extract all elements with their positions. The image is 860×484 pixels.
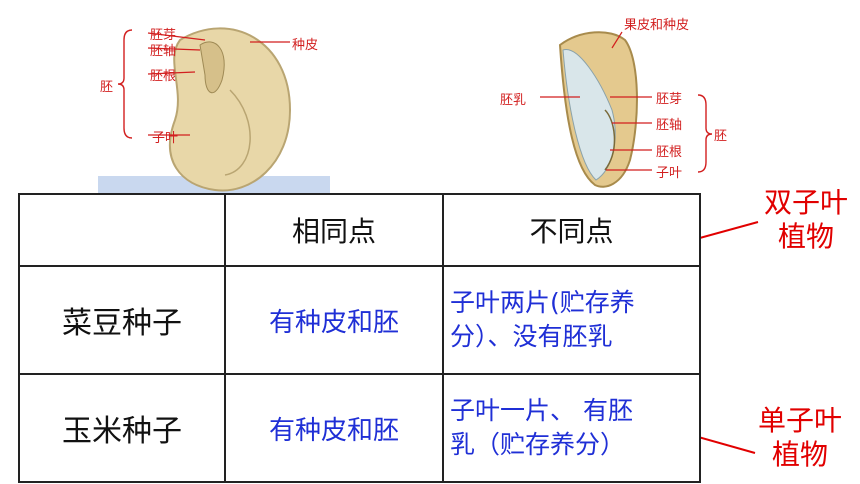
monocot-callout-line1: 单子叶 — [757, 404, 842, 437]
bean-label-embryo: 胚 — [100, 80, 114, 95]
row-name-bean: 菜豆种子 — [18, 265, 226, 375]
bean-label-seed-coat: 种皮 — [292, 38, 319, 53]
dicot-callout-line1: 双子叶 — [763, 186, 848, 219]
bean-label-plumule: 胚芽 — [150, 28, 177, 43]
row-same-bean: 有种皮和胚 — [224, 265, 444, 375]
header-same: 相同点 — [224, 193, 444, 267]
bean-cotyledon-edge — [224, 89, 251, 176]
row-name-corn: 玉米种子 — [18, 373, 226, 483]
bean-plumule-shape — [199, 41, 225, 93]
corn-label-pericarp: 果皮和种皮 — [624, 18, 690, 33]
bean-seed-body — [169, 27, 292, 192]
corn-label-endosperm: 胚乳 — [500, 93, 527, 108]
corn-label-hypocotyl: 胚轴 — [656, 118, 683, 133]
bean-label-cotyledon: 子叶 — [152, 131, 179, 146]
header-empty — [18, 193, 226, 267]
table-row: 菜豆种子 有种皮和胚 子叶两片(贮存养 分）、没有胚乳 — [18, 265, 701, 375]
corn-label-cotyledon: 子叶 — [656, 166, 683, 181]
table-header-row: 相同点 不同点 — [18, 193, 701, 267]
row-diff-bean-line1: 子叶两片(贮存养 — [450, 288, 635, 317]
corn-label-plumule: 胚芽 — [656, 92, 683, 107]
dicot-callout-line2: 植物 — [777, 220, 834, 253]
bean-label-radicle: 胚根 — [150, 69, 177, 84]
corn-label-embryo: 胚 — [714, 129, 728, 144]
monocot-callout-line2: 植物 — [771, 438, 828, 471]
comparison-table: 相同点 不同点 菜豆种子 有种皮和胚 子叶两片(贮存养 分）、没有胚乳 玉米种子… — [18, 193, 701, 483]
row-same-corn: 有种皮和胚 — [224, 373, 444, 483]
monocot-callout: 单子叶 植物 — [746, 404, 854, 472]
table-row: 玉米种子 有种皮和胚 子叶一片、 有胚 乳（贮存养分） — [18, 373, 701, 483]
row-diff-bean-line2: 分）、没有胚乳 — [450, 322, 613, 351]
corn-seed-illustration — [540, 31, 713, 188]
corn-label-radicle: 胚根 — [656, 145, 683, 160]
bean-label-hypocotyl: 胚轴 — [150, 44, 177, 59]
row-diff-corn: 子叶一片、 有胚 乳（贮存养分） — [442, 373, 701, 483]
header-diff: 不同点 — [442, 193, 701, 267]
row-diff-corn-line1: 子叶一片、 有胚 — [450, 396, 633, 425]
bean-seed-illustration — [98, 27, 330, 194]
dicot-callout: 双子叶 植物 — [752, 186, 860, 254]
row-diff-bean: 子叶两片(贮存养 分）、没有胚乳 — [442, 265, 701, 375]
row-diff-corn-line2: 乳（贮存养分） — [450, 430, 626, 459]
